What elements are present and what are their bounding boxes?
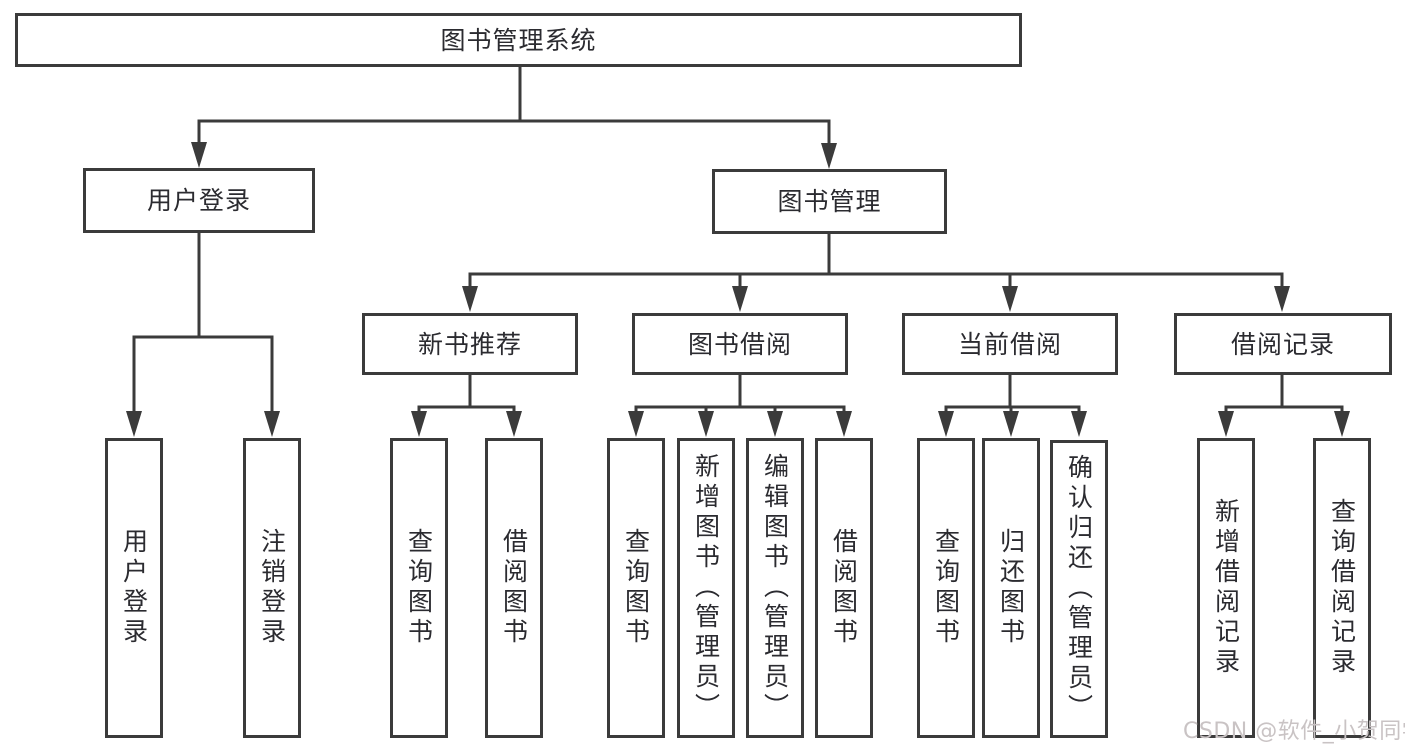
node-current-borrow-label: 当前借阅 bbox=[957, 329, 1062, 359]
arrowhead-icons bbox=[126, 142, 1350, 437]
leaf-label: 注销登录 bbox=[257, 528, 287, 648]
leaf-newbooks-query: 查询图书 bbox=[390, 438, 448, 738]
node-root-label: 图书管理系统 bbox=[440, 25, 597, 55]
leaf-label: 归还图书 bbox=[996, 528, 1026, 648]
node-user-login-label: 用户登录 bbox=[146, 186, 251, 215]
node-user-login: 用户登录 bbox=[83, 168, 315, 233]
leaf-label: 借阅图书 bbox=[829, 528, 859, 648]
node-root: 图书管理系统 bbox=[15, 13, 1022, 67]
leaf-newbooks-borrow: 借阅图书 bbox=[485, 438, 543, 738]
leaf-current-return: 归还图书 bbox=[982, 438, 1040, 738]
node-new-books: 新书推荐 bbox=[362, 313, 578, 375]
leaf-borrowing-query: 查询图书 bbox=[607, 438, 665, 738]
leaf-borrowing-edit: 编辑图书（管理员） bbox=[746, 438, 804, 738]
leaf-borrowing-borrow: 借阅图书 bbox=[815, 438, 873, 738]
node-borrowing-label: 图书借阅 bbox=[687, 329, 792, 359]
leaf-label: 查询图书 bbox=[931, 528, 961, 648]
leaf-label: 查询图书 bbox=[621, 528, 651, 648]
leaf-label: 新增图书（管理员） bbox=[691, 453, 721, 723]
node-current-borrow: 当前借阅 bbox=[902, 313, 1118, 375]
leaf-label: 确认归还（管理员） bbox=[1064, 454, 1094, 724]
leaf-label: 编辑图书（管理员） bbox=[760, 453, 790, 723]
leaf-records-add: 新增借阅记录 bbox=[1197, 438, 1255, 738]
leaf-current-query: 查询图书 bbox=[917, 438, 975, 738]
leaf-borrowing-add: 新增图书（管理员） bbox=[677, 438, 735, 738]
csdn-watermark: CSDN @软件_小贺同学 bbox=[1183, 719, 1405, 744]
leaf-records-query: 查询借阅记录 bbox=[1313, 438, 1371, 738]
node-book-mgmt: 图书管理 bbox=[712, 169, 947, 234]
node-book-mgmt-label: 图书管理 bbox=[777, 187, 882, 216]
leaf-logout: 注销登录 bbox=[243, 438, 301, 738]
node-borrow-records-label: 借阅记录 bbox=[1230, 329, 1335, 359]
leaf-label: 查询借阅记录 bbox=[1327, 498, 1357, 678]
node-borrowing: 图书借阅 bbox=[632, 313, 848, 375]
node-new-books-label: 新书推荐 bbox=[417, 329, 522, 359]
leaf-label: 借阅图书 bbox=[499, 528, 529, 648]
node-borrow-records: 借阅记录 bbox=[1174, 313, 1392, 375]
leaf-label: 用户登录 bbox=[119, 528, 149, 648]
leaf-label: 新增借阅记录 bbox=[1211, 498, 1241, 678]
leaf-user-login: 用户登录 bbox=[105, 438, 163, 738]
leaf-current-confirm: 确认归还（管理员） bbox=[1050, 440, 1108, 738]
leaf-label: 查询图书 bbox=[404, 528, 434, 648]
